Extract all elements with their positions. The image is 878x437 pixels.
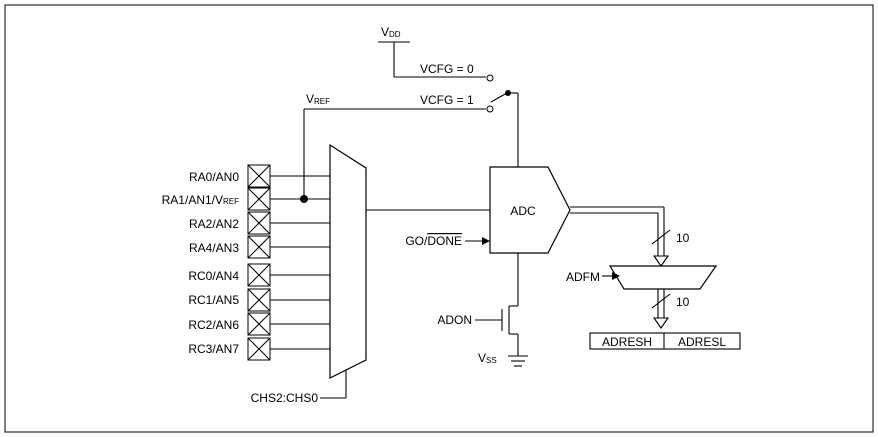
go-done-label: GO/DONE [405,234,462,248]
chs-select: CHS2:CHS0 [251,370,347,405]
pin-boxes [247,164,271,361]
vref-line: VREF VCFG = 1 [303,90,519,199]
vdd-label: VDD [381,25,401,39]
vdd-supply: VDD VCFG = 0 [378,25,494,82]
pin-label-an1: RA1/AN1/VREF [162,193,239,207]
adresh-register: ADRESH [602,335,652,349]
mux-input-lines [270,175,330,350]
pin-label-an0: RA0/AN0 [189,170,239,184]
bus-width-lower: 10 [676,295,690,309]
analog-mux [329,143,367,379]
pin-label-an5: RC1/AN5 [188,293,239,307]
adresl-register: ADRESL [678,335,726,349]
adc-block: ADC [489,166,571,254]
chs-label: CHS2:CHS0 [251,391,319,405]
adfm-label: ADFM [566,270,600,284]
bus-width-upper: 10 [676,231,690,245]
pin-labels: RA0/AN0 RA1/AN1/VREF RA2/AN2 RA4/AN3 RC0… [162,170,240,356]
adc-output-bus: 10 [570,206,690,267]
vcfg-0-label: VCFG = 0 [420,62,474,76]
adon-label: ADON [437,313,472,327]
adon-switch: ADON VSS [437,253,528,367]
register-bus: 10 [651,289,690,329]
result-registers: ADRESH ADRESL [589,332,741,350]
pin-label-an7: RC3/AN7 [188,342,239,356]
pin-label-an2: RA2/AN2 [189,217,239,231]
pin-label-an4: RC0/AN4 [188,269,239,283]
adfm-formatter: ADFM [566,265,718,290]
adc-label: ADC [510,204,536,218]
go-done-input: GO/DONE [405,234,490,248]
pin-label-an6: RC2/AN6 [188,318,239,332]
diagram-frame [4,4,874,433]
vss-label: VSS [478,351,497,365]
pin-label-an3: RA4/AN3 [189,241,239,255]
vcfg-1-label: VCFG = 1 [420,93,474,107]
vref-label: VREF [306,92,330,106]
